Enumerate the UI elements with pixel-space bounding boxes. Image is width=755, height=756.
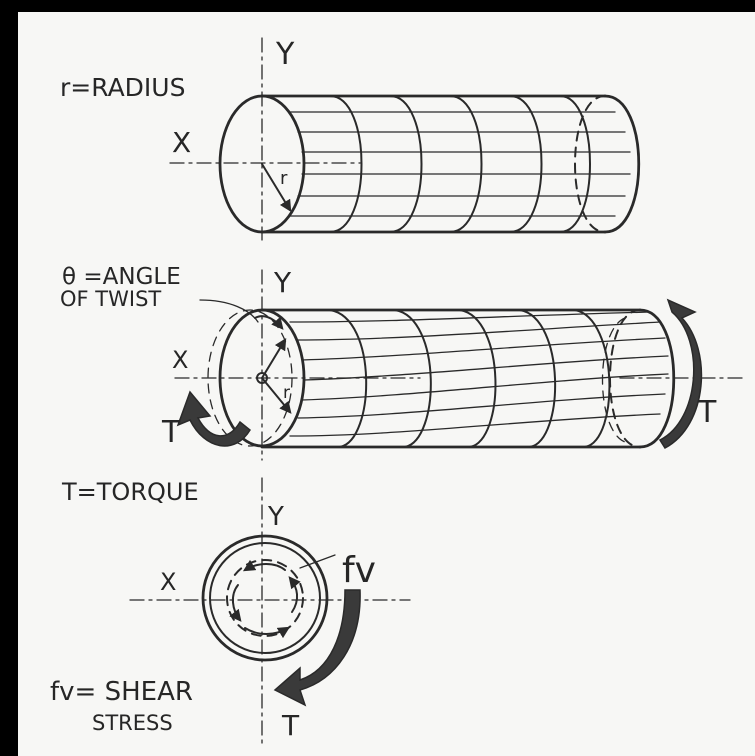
paper-background <box>18 12 755 756</box>
angle-label-line2: OF TWIST <box>60 287 161 311</box>
cylinder-top-hidden-end <box>574 95 606 233</box>
fv-leader-line <box>299 554 336 569</box>
torque-label: T=TORQUE <box>61 478 199 506</box>
twist-radius-2 <box>261 377 292 414</box>
fv-symbol: fv <box>342 550 376 591</box>
torque-symbol-left: T <box>161 415 181 450</box>
shear-arrow-left <box>229 584 242 622</box>
x-axis-label-mid: X <box>172 346 188 374</box>
cylinder-top-outline <box>260 94 607 234</box>
torque-arrow-left <box>176 390 251 447</box>
cylinder-top-back-end <box>603 94 641 234</box>
torque-symbol-right: T <box>697 395 717 430</box>
angle-label-line1: θ =ANGLE <box>62 264 181 290</box>
section-inner-circle <box>209 542 321 654</box>
cylinder-top-front-end <box>218 94 306 234</box>
y-axis-label-top: Y <box>275 37 295 72</box>
torque-arrow-bottom <box>273 589 361 707</box>
torque-arrow-right <box>658 298 703 449</box>
x-axis-label-bottom: X <box>160 568 176 596</box>
cylinder-twisted <box>174 269 746 461</box>
radius-symbol-mid: r <box>283 383 290 403</box>
section-dashed-ring <box>226 559 304 637</box>
y-axis-label-mid: Y <box>273 266 292 299</box>
radius-label: r=RADIUS <box>60 73 185 102</box>
torque-symbol-bottom: T <box>281 709 300 742</box>
cylinder-mid-hidden-end-2 <box>601 317 626 443</box>
cylinder-mid-rings <box>329 309 611 448</box>
twist-angle-arc <box>254 315 284 330</box>
cylinder-undeformed <box>169 37 641 241</box>
shear-arrow-right <box>288 576 301 613</box>
shear-label-line2: STRESS <box>92 711 173 735</box>
x-axis-label-top: X <box>172 126 191 159</box>
twist-center-dot <box>256 372 268 384</box>
shear-arrow-top <box>242 559 286 572</box>
cylinder-top-rings <box>329 95 591 233</box>
shear-label-line1: fv= SHEAR <box>50 677 193 707</box>
angle-leader-line <box>199 299 259 323</box>
cylinder-mid-front-original <box>207 309 293 447</box>
y-axis-label-bottom: Y <box>267 502 284 532</box>
shear-arrow-bottom <box>244 626 291 639</box>
cylinder-mid-front-end <box>218 308 306 448</box>
cylinder-mid-twisted-lines <box>289 311 669 437</box>
radius-symbol-top: r <box>280 168 288 189</box>
cylinder-top-longitudinal-lines <box>289 111 631 217</box>
radius-line <box>261 163 292 213</box>
twist-radius-1 <box>261 337 287 379</box>
cylinder-mid-back-end <box>638 308 676 449</box>
section-outer-circle <box>201 534 329 662</box>
cross-section <box>129 477 411 746</box>
